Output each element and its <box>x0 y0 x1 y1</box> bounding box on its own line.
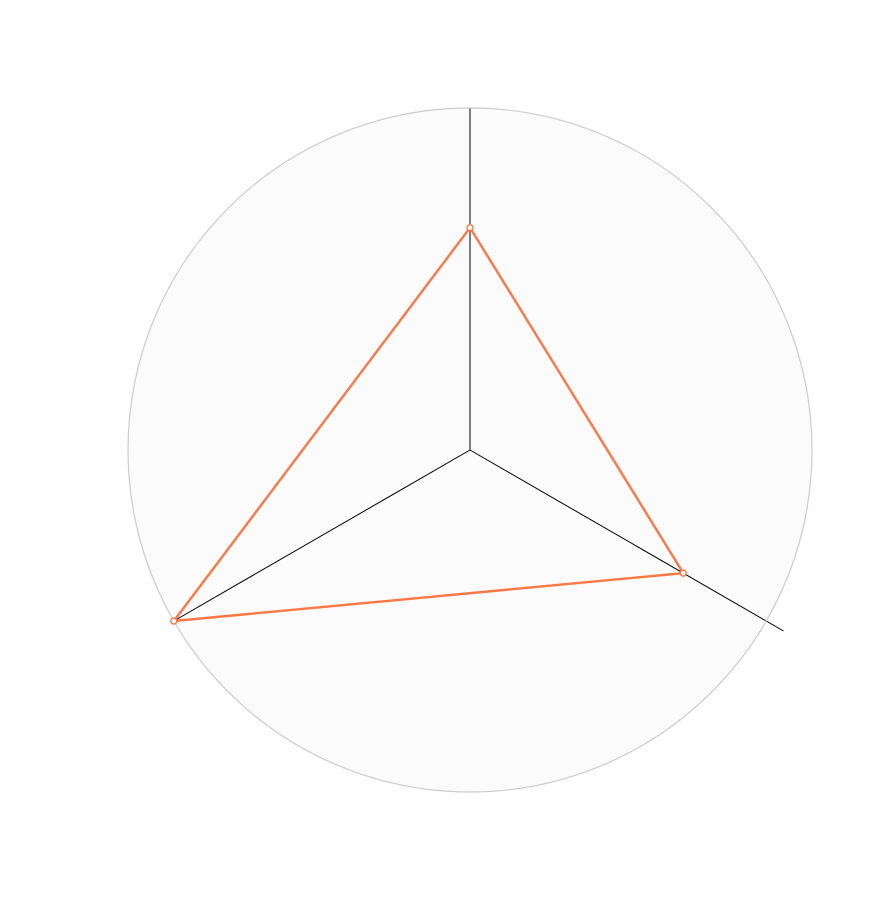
outer-ring <box>127 107 813 793</box>
series-layer <box>170 223 687 625</box>
axis-spoke-2 <box>173 449 471 622</box>
axis-spokes <box>173 108 784 632</box>
data-point-0-2 <box>170 617 178 625</box>
data-point-0-0 <box>466 223 474 232</box>
data-point-0-1 <box>679 569 687 577</box>
series-line-0 <box>172 226 685 623</box>
axis-spoke-1 <box>469 449 784 632</box>
